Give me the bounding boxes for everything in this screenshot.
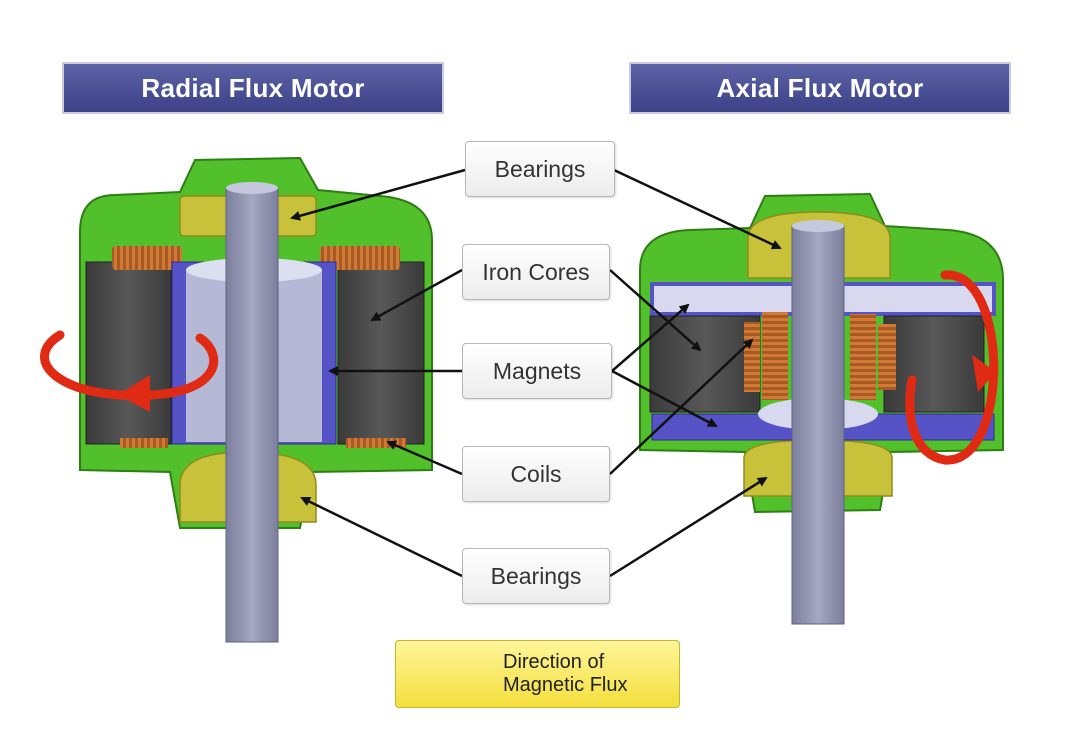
label-bearings-top: Bearings bbox=[465, 141, 615, 197]
leader-coils-radial bbox=[386, 440, 463, 476]
legend: Direction of Magnetic Flux bbox=[395, 640, 680, 708]
leader-lines bbox=[290, 168, 782, 578]
radial-motor bbox=[40, 156, 433, 643]
leader-iron-axial bbox=[609, 269, 702, 352]
radial-flux-motor-title: Radial Flux Motor bbox=[62, 62, 444, 114]
radial-coil-bottom-right bbox=[346, 438, 406, 448]
axial-motor bbox=[639, 192, 1004, 625]
leader-magnets-axial-up bbox=[611, 303, 690, 372]
radial-coil-top-right bbox=[320, 246, 400, 270]
label-coils: Coils bbox=[462, 446, 610, 502]
label-magnets: Magnets bbox=[462, 343, 612, 399]
leader-bearings-bottom-radial bbox=[300, 496, 463, 578]
leader-bearings-top-axial bbox=[613, 168, 782, 250]
axial-iron-core-left bbox=[649, 315, 761, 413]
label-iron-cores: Iron Cores bbox=[462, 244, 610, 300]
axial-flux-motor-title: Axial Flux Motor bbox=[629, 62, 1011, 114]
radial-rotation-arrowhead bbox=[118, 375, 150, 412]
legend-line-2: Magnetic Flux bbox=[503, 674, 628, 696]
legend-line-1: Direction of bbox=[503, 651, 605, 673]
axial-shaft-top bbox=[792, 220, 844, 232]
leader-bearings-top-radial bbox=[290, 168, 466, 221]
legend-text: Direction of Magnetic Flux bbox=[503, 651, 673, 697]
leader-bearings-bottom-axial bbox=[609, 476, 768, 578]
axial-coil-left-2 bbox=[762, 312, 788, 400]
leader-iron-radial bbox=[370, 268, 463, 322]
axial-shaft bbox=[791, 225, 845, 625]
axial-coil-left-1 bbox=[744, 322, 760, 392]
axial-iron-core-right bbox=[883, 315, 985, 413]
label-bearings-bottom: Bearings bbox=[462, 548, 610, 604]
radial-shaft bbox=[225, 187, 279, 643]
leader-magnets-axial-down bbox=[611, 369, 718, 428]
axial-rotation-arrow bbox=[905, 270, 999, 465]
radial-iron-core-left bbox=[85, 261, 172, 445]
radial-coil-bottom-left bbox=[120, 438, 168, 448]
radial-coil-top-left bbox=[112, 246, 182, 270]
radial-iron-core-right bbox=[337, 261, 425, 445]
radial-shaft-top bbox=[226, 182, 278, 194]
axial-coil-right-1 bbox=[850, 314, 876, 400]
leader-coils-axial bbox=[609, 338, 754, 475]
axial-rotation-arrowhead bbox=[972, 355, 996, 392]
axial-coil-right-2 bbox=[878, 324, 896, 390]
